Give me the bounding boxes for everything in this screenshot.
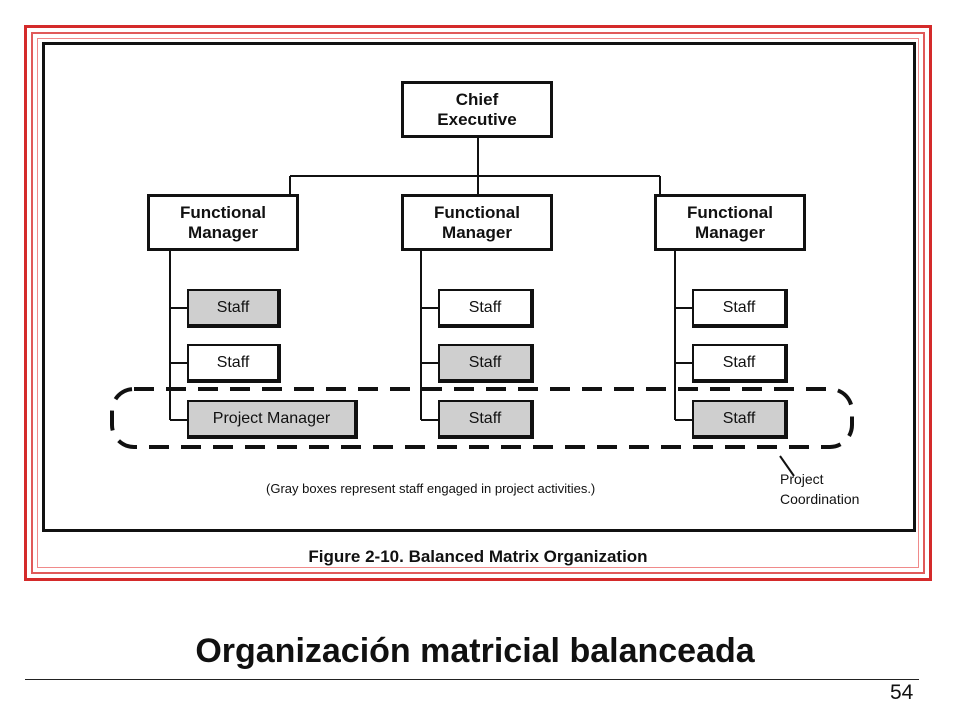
staff-box: Staff (187, 289, 281, 328)
legend-note: (Gray boxes represent staff engaged in p… (266, 481, 596, 496)
red-frame-inner2 (37, 38, 919, 568)
functional-manager-box-1: Functional Manager (147, 194, 299, 251)
chief-executive-box: Chief Executive (401, 81, 553, 138)
staff-box: Staff (692, 289, 788, 328)
functional-manager-box-3: Functional Manager (654, 194, 806, 251)
red-frame-inner (31, 32, 925, 574)
functional-manager-box-2: Functional Manager (401, 194, 553, 251)
staff-box: Staff (438, 400, 534, 439)
staff-box: Staff (438, 289, 534, 328)
figure-caption: Figure 2-10. Balanced Matrix Organizatio… (308, 547, 648, 566)
footer-divider (25, 679, 919, 680)
staff-box: Staff (438, 344, 534, 383)
staff-box: Staff (187, 344, 281, 383)
project-coordination-label: Project Coordination (780, 471, 860, 507)
project-manager-box: Project Manager (187, 400, 358, 439)
slide-title: Organización matricial balanceada (195, 632, 755, 670)
project-coordination-enclosure (110, 387, 854, 449)
page-number: 54 (890, 681, 914, 704)
staff-box: Staff (692, 344, 788, 383)
staff-box: Staff (692, 400, 788, 439)
coordination-pointer (779, 455, 795, 477)
